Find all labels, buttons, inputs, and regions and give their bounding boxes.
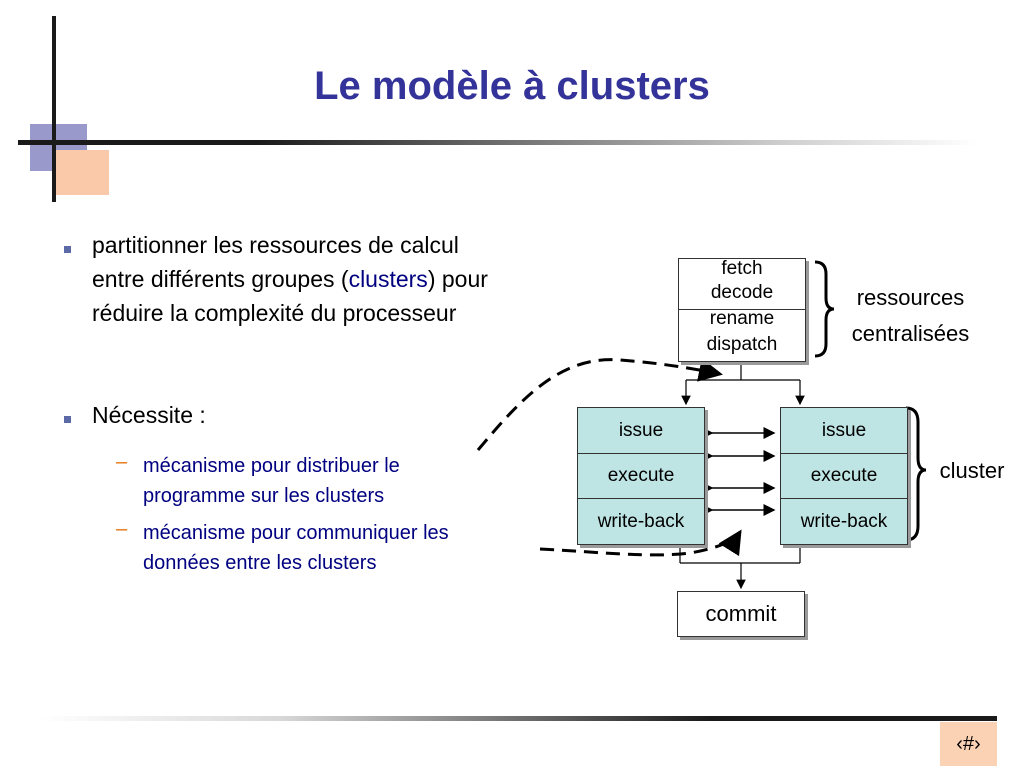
cluster-label: cluster	[939, 458, 1005, 483]
clusters-highlight: clusters	[348, 266, 428, 292]
sub-bullet-dash-1: –	[116, 451, 128, 473]
decor-footer-line	[40, 716, 997, 721]
slide-number: ‹#›	[940, 722, 997, 766]
centralized-resources-label: ressources centralisées	[838, 280, 983, 352]
sub-bullet-2-line-1: mécanisme pour communiquer les	[143, 522, 449, 544]
fetch-label: fetch	[721, 258, 763, 279]
decode-label: decode	[710, 282, 774, 303]
sub-bullet-1: mécanisme pour distribuer le programme s…	[143, 451, 523, 511]
slide-title: Le modèle à clusters	[314, 64, 710, 108]
rename-label: rename	[709, 307, 775, 329]
cluster-right-execute: execute	[781, 454, 907, 499]
commit-merge-arrows	[679, 545, 801, 590]
front-end-box: fetch decode rename dispatch	[678, 258, 806, 362]
sub-bullet-1-line-1: mécanisme pour distribuer le	[143, 455, 400, 477]
bullet-1-line-2: entre différents groupes (clusters) pour	[92, 266, 488, 292]
dispatch-label: dispatch	[706, 333, 778, 355]
bullet-1: partitionner les ressources de calcul en…	[92, 228, 592, 330]
sub-bullet-2: mécanisme pour communiquer les données e…	[143, 518, 543, 578]
sub-bullet-2-line-2: données entre les clusters	[143, 552, 377, 574]
cluster-right-writeback: write-back	[800, 510, 888, 532]
fetch-decode-stage: fetch decode	[679, 258, 805, 310]
brace-cluster	[905, 406, 927, 542]
inter-cluster-arrows	[701, 427, 776, 516]
decor-vertical-line	[52, 16, 56, 202]
sub-bullet-dash-2: –	[116, 518, 128, 540]
brace-centralized	[814, 260, 835, 358]
dispatch-split-arrows	[681, 362, 805, 406]
cluster-right: issue execute write-back	[780, 407, 908, 545]
cluster-left-writeback: write-back	[597, 510, 685, 532]
cluster-right-issue: issue	[781, 408, 907, 454]
cluster-left: issue execute write-back	[577, 407, 705, 545]
decor-square-peach	[56, 150, 109, 195]
bullet-1-line-3: réduire la complexité du processeur	[92, 300, 457, 326]
cluster-left-issue: issue	[578, 408, 704, 454]
centralized-label-line-1: ressources	[856, 285, 965, 310]
sub-bullet-1-line-2: programme sur les clusters	[143, 485, 385, 507]
rename-dispatch-stage: rename dispatch	[679, 308, 805, 361]
dashed-callout-communicate	[539, 529, 742, 557]
centralized-label-line-2: centralisées	[851, 321, 970, 346]
bullet-2: Nécessite :	[92, 402, 206, 428]
bullet-marker-2	[64, 410, 71, 428]
commit-box: commit	[677, 591, 805, 637]
bullet-1-line-1: partitionner les ressources de calcul	[92, 232, 459, 258]
decor-header-line	[18, 140, 978, 145]
dashed-callout-distribute	[476, 358, 723, 451]
cluster-left-execute: execute	[578, 454, 704, 499]
bullet-marker-1	[64, 240, 71, 258]
